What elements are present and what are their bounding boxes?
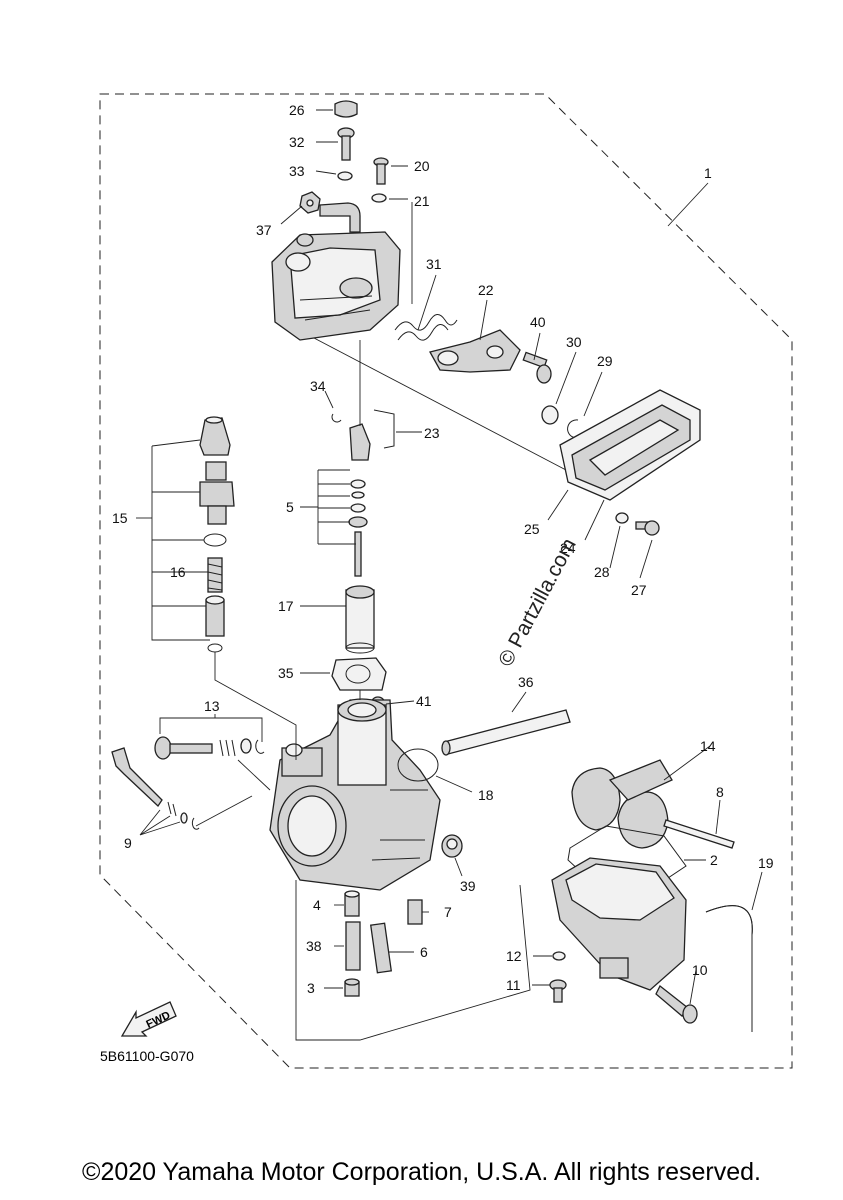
callout-23: 23: [424, 425, 440, 441]
callout-25: 25: [524, 521, 540, 537]
callout-labels: 26 32 33 20 21 37 1 31 22 40 30 29 34 23…: [112, 102, 774, 996]
throttle-stop-screw-13: [154, 736, 265, 760]
callout-13: 13: [204, 698, 220, 714]
callout-3: 3: [307, 980, 315, 996]
screw-40: [522, 351, 552, 384]
washer-30: [541, 405, 559, 425]
needle-jet-38: [345, 921, 361, 971]
o-ring-15-lower: [207, 643, 223, 653]
callout-36: 36: [518, 674, 534, 690]
callout-2: 2: [710, 852, 718, 868]
jet-4: [344, 890, 360, 917]
callout-18: 18: [478, 787, 494, 803]
callout-30: 30: [566, 334, 582, 350]
callout-27: 27: [631, 582, 647, 598]
starter-plunger-cap: [199, 416, 231, 456]
callout-14: 14: [700, 738, 716, 754]
screw-32: [337, 127, 355, 161]
o-ring-15-upper: [203, 533, 227, 547]
callout-31: 31: [426, 256, 442, 272]
carburetor-top-cover: [271, 231, 401, 341]
fwd-arrow-icon: FWD: [120, 1001, 177, 1037]
callout-21: 21: [414, 193, 430, 209]
callout-19: 19: [758, 855, 774, 871]
pilot-jet-6: [369, 922, 393, 974]
float-pin-8: [663, 819, 735, 849]
starter-nut: [199, 461, 235, 525]
carburetor-body: [269, 698, 441, 891]
washer-33: [337, 171, 353, 181]
washer-12: [552, 951, 566, 961]
callout-34: 34: [310, 378, 326, 394]
washer-28: [615, 512, 629, 524]
callout-17: 17: [278, 598, 294, 614]
leader-lines: [136, 109, 763, 1041]
hose-19: [705, 905, 753, 1032]
collar-39: [441, 834, 463, 858]
starter-plunger: [205, 595, 225, 637]
callout-20: 20: [414, 158, 430, 174]
callout-39: 39: [460, 878, 476, 894]
callout-35: 35: [278, 665, 294, 681]
copyright-notice: ©2020 Yamaha Motor Corporation, U.S.A. A…: [82, 1158, 761, 1186]
float-chamber: [551, 857, 687, 991]
callout-1: 1: [704, 165, 712, 181]
callout-38: 38: [306, 938, 322, 954]
callout-41: 41: [416, 693, 432, 709]
assembly-outline: [99, 93, 793, 1069]
callout-15: 15: [112, 510, 128, 526]
link-23: [373, 409, 395, 449]
callout-4: 4: [313, 897, 321, 913]
gasket-35: [331, 657, 387, 691]
spring-16: [207, 557, 223, 593]
callout-5: 5: [286, 499, 294, 515]
callout-9: 9: [124, 835, 132, 851]
callout-22: 22: [478, 282, 494, 298]
needle-set-5: [348, 423, 371, 577]
pipe-36: [441, 709, 571, 756]
callout-29: 29: [597, 353, 613, 369]
callout-37: 37: [256, 222, 272, 238]
main-jet-3: [344, 978, 360, 997]
fuel-elbow: [319, 202, 361, 233]
screw-11: [549, 979, 567, 1003]
pilot-screw-9: [111, 747, 200, 830]
callout-6: 6: [420, 944, 428, 960]
watermark: © Partzilla.com: [494, 535, 581, 671]
callout-11: 11: [506, 977, 521, 993]
throttle-valve-17: [345, 585, 375, 654]
cover-24: [571, 404, 691, 491]
callout-33: 33: [289, 163, 305, 179]
drain-screw-10: [655, 984, 698, 1024]
callout-12: 12: [506, 948, 522, 964]
lever-assembly-22: [429, 329, 521, 373]
callout-32: 32: [289, 134, 305, 150]
callout-10: 10: [692, 962, 708, 978]
cap-26: [334, 100, 358, 118]
diagram-code: 5B61100-G070: [100, 1048, 194, 1064]
callout-16: 16: [170, 564, 186, 580]
o-ring-18: [397, 748, 439, 782]
callout-40: 40: [530, 314, 546, 330]
nut-37: [299, 191, 321, 214]
washer-21: [371, 193, 387, 203]
spring-31: [394, 314, 458, 341]
callout-24: 24: [560, 540, 576, 556]
callout-28: 28: [594, 564, 610, 580]
screw-20: [373, 157, 389, 185]
callout-26: 26: [289, 102, 305, 118]
jet-7: [407, 899, 423, 925]
callout-8: 8: [716, 784, 724, 800]
float-14: [571, 759, 673, 849]
screw-27: [635, 520, 660, 536]
clip-34: [331, 413, 342, 423]
callout-7: 7: [444, 904, 452, 920]
